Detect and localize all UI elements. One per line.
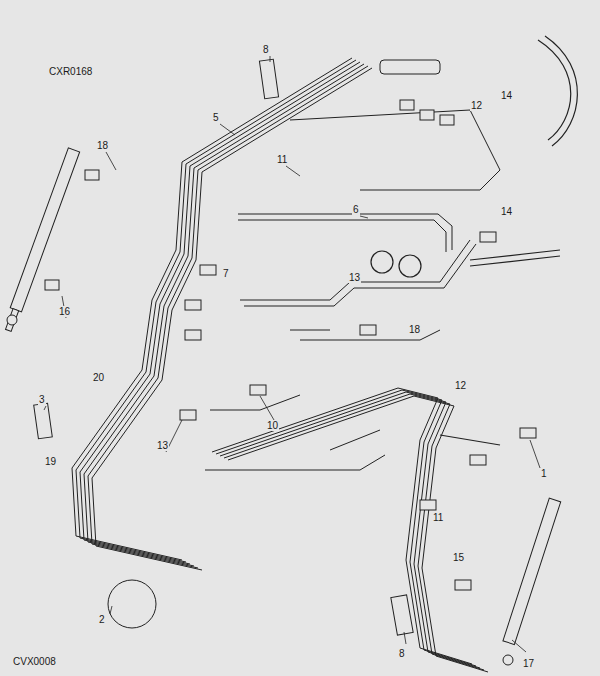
callout-number: 5 [212,112,220,123]
drawing-code: CVX0008 [12,656,57,667]
callout-number: 14 [500,90,513,101]
callout-number: 20 [92,372,105,383]
callout-number: 1 [540,468,548,479]
callout-number: 10 [266,420,279,431]
callout-number: 2 [98,614,106,625]
hydraulic-cylinder [6,148,561,665]
tube-lines [205,110,500,470]
callout-number: 7 [222,268,230,279]
callout-number: 8 [262,44,270,55]
callout-number: 11 [432,512,444,523]
callout-number: 11 [276,154,288,165]
fitting [45,60,536,590]
callout-number: 13 [156,440,169,451]
callout-number: 13 [348,272,361,283]
callout-number: 8 [398,648,406,659]
bracket [34,59,413,635]
leader-line [44,56,540,652]
callout-number: 18 [96,140,109,151]
tube-bundle [72,58,372,570]
tube-bundle [212,388,488,672]
callout-number: 14 [500,206,513,217]
callout-number: 18 [408,324,421,335]
callout-number: 12 [470,100,483,111]
callout-number: 6 [352,204,360,215]
callout-number: 16 [58,306,71,317]
callout-number: 19 [44,456,57,467]
drawing-code: CXR0168 [48,66,93,77]
callout-number: 17 [522,658,535,669]
callout-number: 15 [452,552,465,563]
hose [290,36,577,445]
callout-number: 12 [454,380,467,391]
callout-number: 3 [38,394,46,405]
